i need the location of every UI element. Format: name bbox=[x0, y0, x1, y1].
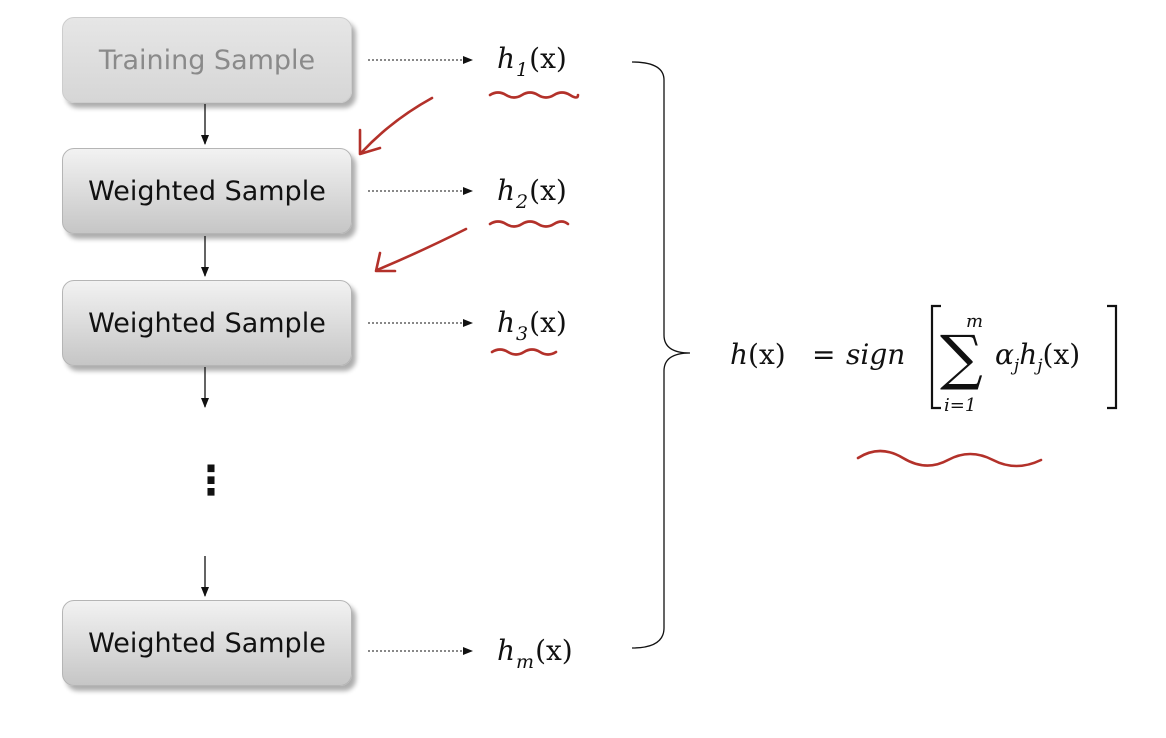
weighted-sample-label-2: Weighted Sample bbox=[88, 307, 326, 339]
red-underline-h2 bbox=[488, 220, 570, 228]
weighted-sample-label-1: Weighted Sample bbox=[88, 175, 326, 207]
summation-icon: ∑ bbox=[940, 323, 983, 393]
red-underline-formula bbox=[856, 449, 1043, 468]
red-arrow-2-head bbox=[374, 251, 397, 273]
hypothesis-h3: h3(x) bbox=[497, 306, 567, 345]
hypothesis-hm: hm(x) bbox=[497, 634, 573, 673]
red-arrow-2 bbox=[375, 227, 468, 272]
red-arrow-1 bbox=[360, 96, 434, 154]
red-underline-h3 bbox=[490, 348, 558, 356]
training-sample-label: Training Sample bbox=[98, 44, 316, 76]
right-brace bbox=[631, 61, 691, 649]
training-sample-box: Training Sample bbox=[62, 17, 352, 103]
red-arrow-1-head bbox=[358, 128, 382, 156]
weighted-sample-label-3: Weighted Sample bbox=[88, 627, 326, 659]
dotted-arrows bbox=[368, 56, 473, 655]
weighted-sample-box-2: Weighted Sample bbox=[62, 280, 352, 366]
vertical-ellipsis: ⋮ bbox=[191, 458, 231, 504]
hypothesis-h1: h1(x) bbox=[497, 42, 567, 81]
weighted-sample-box-3: Weighted Sample bbox=[62, 600, 352, 686]
hypothesis-h2: h2(x) bbox=[497, 174, 567, 213]
square-brackets bbox=[930, 304, 1118, 410]
red-underline-h1 bbox=[488, 91, 580, 99]
weighted-sample-box-1: Weighted Sample bbox=[62, 148, 352, 234]
red-annotations bbox=[358, 91, 1043, 468]
